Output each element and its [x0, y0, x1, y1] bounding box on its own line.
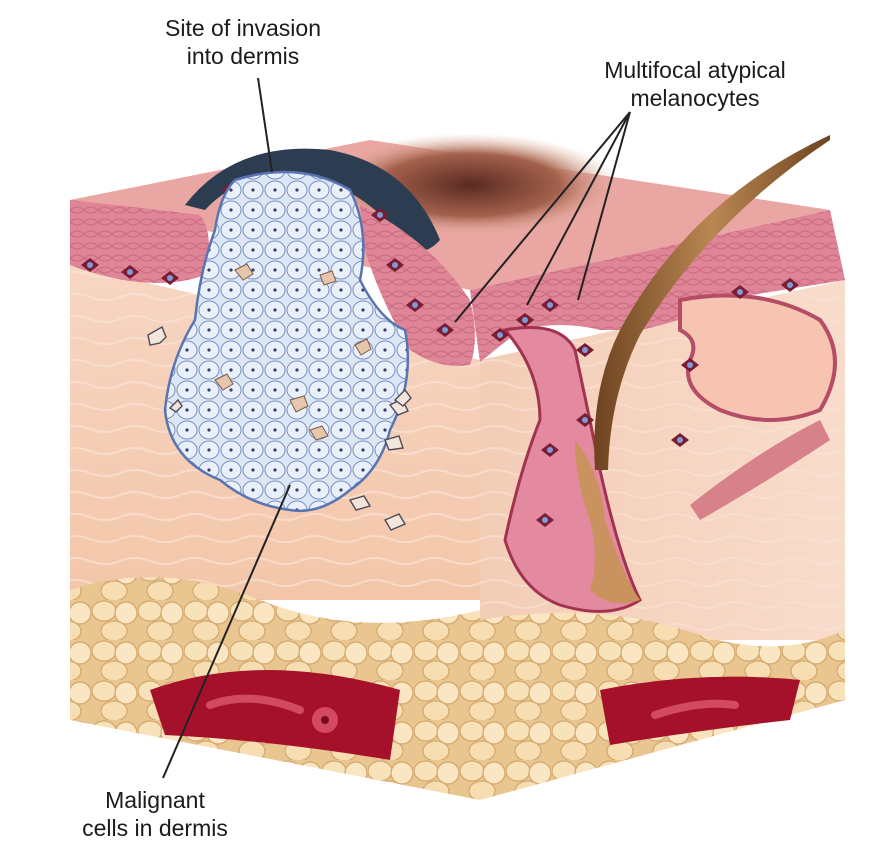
label-malignant-cells: Malignant cells in dermis	[40, 786, 270, 842]
sebaceous-gland	[680, 296, 835, 421]
label-multifocal-melanocytes: Multifocal atypical melanocytes	[560, 56, 830, 112]
label-malignant-line1: Malignant	[40, 786, 270, 814]
label-malignant-line2: cells in dermis	[40, 814, 270, 842]
label-site-of-invasion: Site of invasion into dermis	[118, 14, 368, 70]
label-site-of-invasion-line1: Site of invasion	[118, 14, 368, 42]
label-multifocal-line1: Multifocal atypical	[560, 56, 830, 84]
label-multifocal-line2: melanocytes	[560, 84, 830, 112]
label-site-of-invasion-line2: into dermis	[118, 42, 368, 70]
